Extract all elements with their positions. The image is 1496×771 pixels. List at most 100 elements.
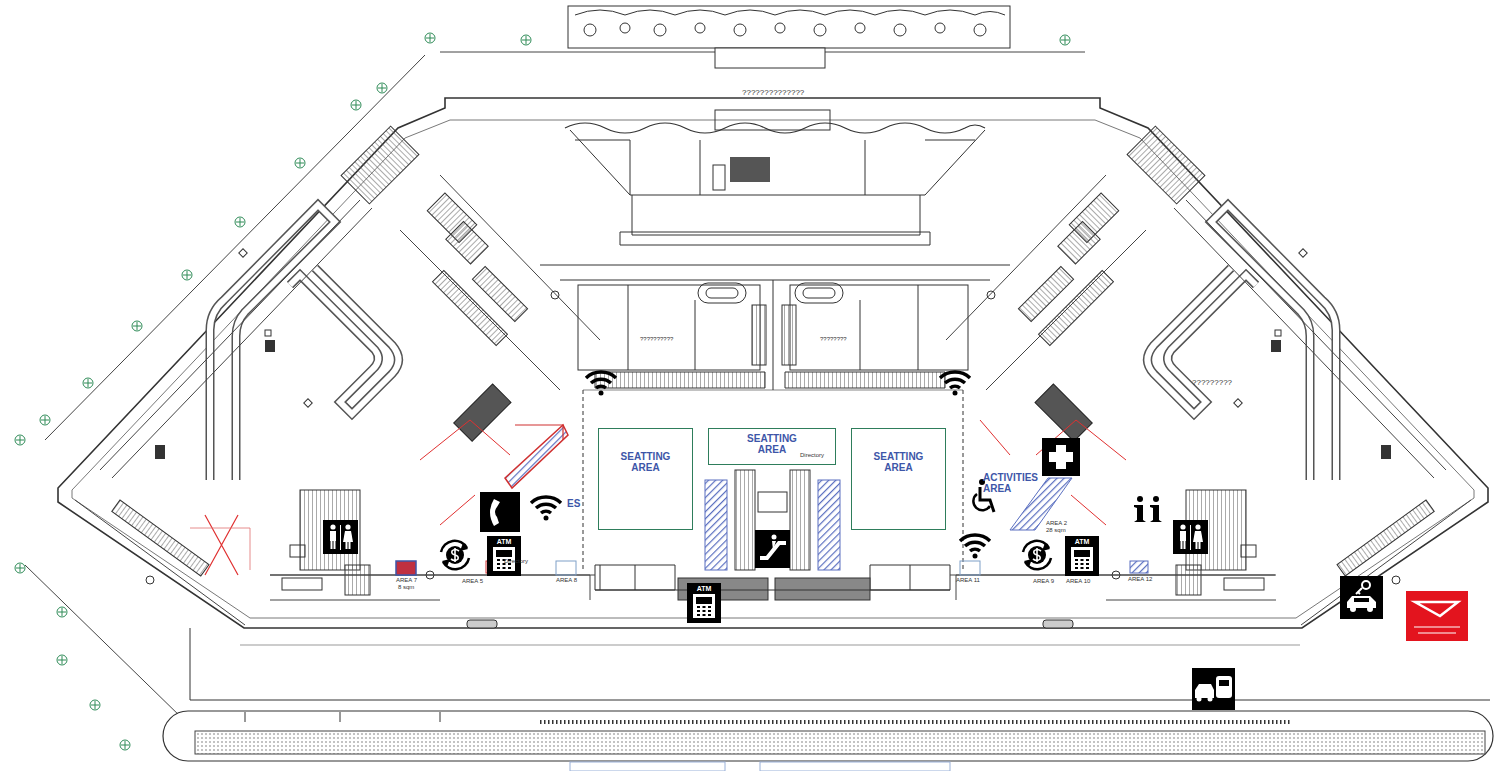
plan-use (90, 700, 100, 710)
plan-rect (195, 731, 1485, 754)
plan-circle (1350, 606, 1356, 612)
plan-circle (1362, 581, 1370, 589)
plan-rect (578, 285, 760, 370)
plan-rect (775, 578, 870, 600)
plan-circle (584, 24, 596, 36)
plan-label: AREA 12 (1128, 576, 1152, 583)
plan-use (15, 435, 25, 445)
plan-circle (1153, 496, 1159, 502)
plan-circle (974, 24, 986, 36)
plan-circle (1367, 606, 1373, 612)
plan-rect (730, 157, 770, 182)
plan-path (575, 140, 975, 195)
plan-path (980, 420, 1010, 455)
plan-rect (568, 6, 1010, 48)
plan-circle (620, 23, 630, 33)
plan-rect (467, 620, 497, 628)
plan-use (377, 83, 387, 93)
plan-use (40, 415, 50, 425)
plan-rect (1130, 561, 1148, 573)
plan-use (57, 655, 67, 665)
plan-path (190, 628, 1490, 700)
plan-path (565, 123, 985, 133)
plan-rect (760, 762, 950, 771)
seating-area: SEATTING AREA (708, 428, 836, 465)
plan-rect (1216, 676, 1232, 698)
post-logo (1406, 591, 1468, 641)
plan-label: Directory (800, 452, 824, 459)
plan-label: AREA 8 (556, 577, 577, 584)
phone-icon (480, 492, 520, 532)
plan-label: Directory (504, 558, 528, 565)
plan-use (425, 33, 435, 43)
plan-path (595, 590, 950, 591)
plan-label: AREA 5 (462, 578, 483, 585)
area-name: SEATTING AREA (615, 451, 677, 473)
escalator-icon (755, 530, 790, 568)
plan-path (583, 390, 963, 391)
plan-path (1356, 588, 1362, 594)
plan-label: 28 sqm (1046, 527, 1066, 534)
plan-path (190, 528, 250, 570)
plan-rect (715, 48, 825, 68)
plan-use (83, 378, 93, 388)
atm-sign: ATM (487, 536, 521, 550)
plan-path (1010, 478, 1072, 530)
plan-rect (713, 165, 725, 190)
plan-use (940, 372, 970, 395)
plan-use (351, 100, 361, 110)
plan-circle (855, 23, 865, 33)
area-name: SEATTING AREA (741, 433, 803, 455)
plan-path (72, 120, 1474, 618)
plan-path (515, 425, 563, 440)
plan-rect (556, 561, 576, 575)
plan-circle (1137, 496, 1143, 502)
seating-area: SEATTING AREA (851, 428, 946, 530)
plan-rect (1042, 438, 1080, 476)
plan-path (973, 494, 990, 510)
plan-label: AREA 2 (1046, 520, 1067, 527)
plan-rect (1340, 576, 1383, 619)
plan-label: ?????????? (640, 336, 673, 343)
plan-rect (782, 305, 796, 365)
plan-circle (935, 23, 945, 33)
plan-use (15, 563, 25, 573)
plan-use (487, 536, 521, 576)
plan-label: ACTIVITIES AREA (983, 472, 1053, 494)
atm-label: ATM (497, 538, 512, 546)
plan-path (1150, 505, 1162, 522)
plan-rect (706, 288, 738, 298)
plan-label: ?????????????? (742, 88, 804, 97)
plan-path (58, 98, 1488, 628)
plan-rect (715, 110, 830, 130)
plan-use (323, 520, 358, 554)
plan-label: AREA 7 (396, 577, 417, 584)
plan-rect (1354, 598, 1369, 602)
plan-use (960, 535, 990, 558)
plan-g (584, 23, 986, 36)
plan-path (505, 425, 568, 488)
plan-rect (758, 492, 787, 512)
plan-path (240, 645, 1300, 646)
plan-use (1065, 536, 1099, 576)
plan-rect (705, 480, 727, 570)
plan-path (632, 195, 920, 235)
taxi-bus-icon (1192, 668, 1235, 710)
plan-rect (752, 305, 766, 365)
plan-rect (1192, 668, 1235, 710)
plan-use (586, 372, 616, 395)
plan-rect (755, 530, 790, 568)
plan-path (205, 515, 238, 575)
plan-use (182, 270, 192, 280)
plan-path (540, 265, 1010, 280)
plan-rect (818, 480, 840, 570)
plan-path (595, 565, 675, 590)
plan-rect (1219, 680, 1229, 686)
plan-path (870, 565, 950, 590)
plan-rect (803, 288, 835, 298)
plan-path (575, 10, 1005, 15)
plan-path (595, 372, 945, 388)
plan-label: ????????? (1192, 378, 1232, 387)
